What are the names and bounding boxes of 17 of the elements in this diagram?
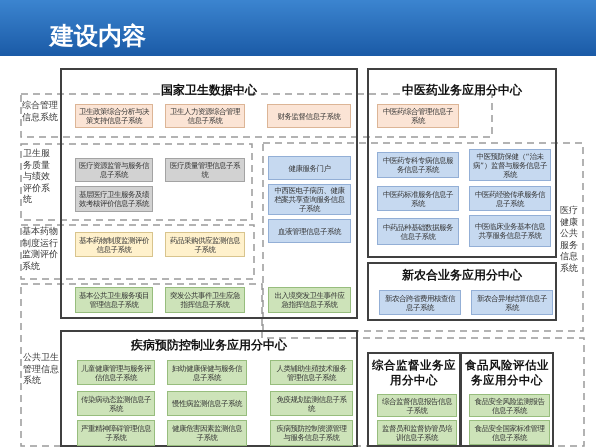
center-panel	[367, 352, 461, 447]
center-panel	[60, 68, 358, 319]
center-panel	[60, 330, 358, 447]
panel-title: 疾病预防控制业务应用分中心	[130, 338, 288, 353]
group-label: 综合管理信息系统	[22, 101, 58, 124]
group-label: 医疗健康公共服务信息系统	[560, 206, 580, 275]
panel-title: 中医药业务应用分中心	[401, 83, 524, 98]
panel-title: 综合监督业务应用分中心	[371, 358, 457, 388]
panel-title: 食品风险评估业务应用分中心	[464, 358, 550, 388]
center-panel	[367, 262, 557, 321]
slide-title: 建设内容	[50, 22, 146, 50]
group-label: 基本药物制度运行监测评价系统	[22, 227, 58, 273]
group-label: 公共卫生管理信息系统	[23, 353, 59, 388]
center-panel	[460, 352, 554, 447]
panel-title: 国家卫生数据中心	[160, 83, 258, 98]
center-panel	[367, 68, 557, 258]
panel-title: 新农合业务应用分中心	[401, 268, 524, 283]
